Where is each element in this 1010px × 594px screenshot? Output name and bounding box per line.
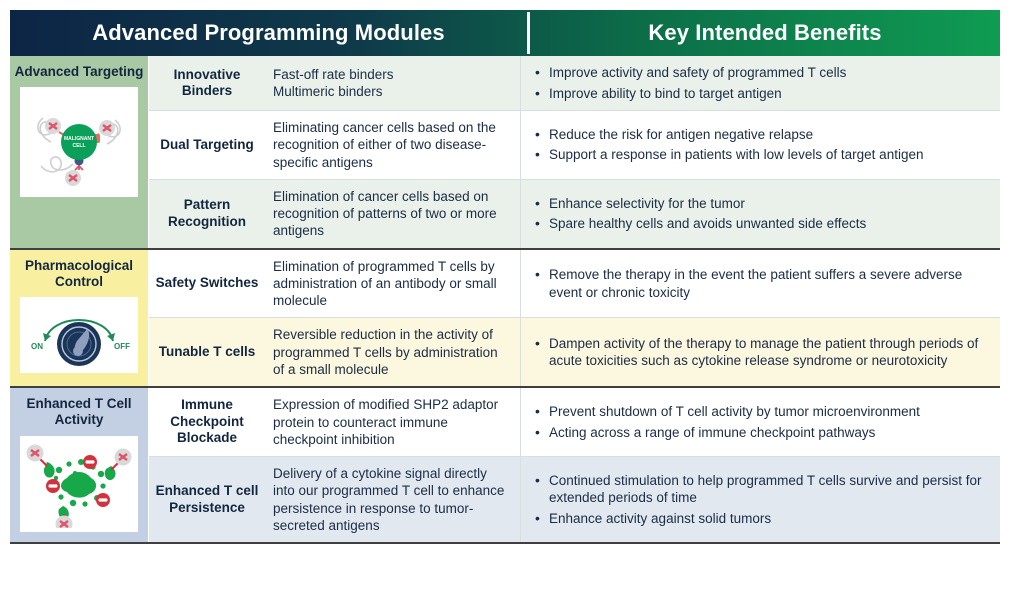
module-description: Reversible reduction in the activity of … [265,318,520,386]
benefit-item: Prevent shutdown of T cell activity by t… [535,402,988,421]
module-name: Dual Targeting [160,136,254,152]
benefit-item: Enhance activity against solid tumors [535,509,988,528]
module-description: Eliminating cancer cells based on the re… [265,111,520,179]
benefit-item: Spare healthy cells and avoids unwanted … [535,214,988,233]
section-enhanced-t-cell-activity: Enhanced T Cell Activity [10,388,1000,545]
rows-pharmacological-control: Safety Switches Elimination of programme… [149,249,1000,387]
benefits-cell: Continued stimulation to help programmed… [520,457,1000,543]
table-row: Dual Targeting Eliminating cancer cells … [149,111,1000,180]
benefit-item: Dampen activity of the therapy to manage… [535,334,988,370]
header-cell-benefits: Key Intended Benefits [530,10,1000,56]
category-cell-pharmacological-control: Pharmacological Control ON OFF [10,249,149,387]
benefits-list: Prevent shutdown of T cell activity by t… [535,402,988,442]
benefit-item: Continued stimulation to help programmed… [535,471,988,507]
cytokine-signal-t-cell-icon [20,435,138,532]
header-title-benefits: Key Intended Benefits [648,19,882,45]
benefit-item: Remove the therapy in the event the pati… [535,265,988,301]
benefits-cell: Reduce the risk for antigen negative rel… [520,111,1000,179]
category-cell-advanced-targeting: Advanced Targeting [10,56,149,248]
table-row: Enhanced T cell Persistence Delivery of … [149,457,1000,543]
description-line: Elimination of cancer cells based on rec… [273,188,497,239]
table-row: Tunable T cells Reversible reduction in … [149,318,1000,387]
benefits-cell: Dampen activity of the therapy to manage… [520,318,1000,387]
module-description: Expression of modified SHP2 adaptor prot… [265,388,520,456]
header-cell-modules: Advanced Programming Modules [10,10,527,56]
category-title: Advanced Targeting [14,64,144,79]
module-description: Elimination of cancer cells based on rec… [265,180,520,248]
benefits-list: Improve activity and safety of programme… [535,63,988,103]
benefit-item: Support a response in patients with low … [535,146,988,164]
on-off-dial-icon: ON OFF [20,297,138,374]
module-name: Innovative Binders [173,66,241,99]
table-header: Advanced Programming Modules Key Intende… [10,10,1000,56]
module-name: Safety Switches [155,275,259,291]
table-body: Advanced Targeting [10,56,1000,545]
table-row: Pattern Recognition Elimination of cance… [149,179,1000,248]
table-row: Immune Checkpoint Blockade Expression of… [149,388,1000,458]
benefits-cell: Improve activity and safety of programme… [520,56,1000,111]
svg-text:CELL: CELL [72,143,85,149]
svg-text:ON: ON [31,342,43,351]
benefits-list: Remove the therapy in the event the pati… [535,265,988,301]
module-name: Enhanced T cell Persistence [155,483,259,515]
description-line: Expression of modified SHP2 adaptor prot… [273,397,499,447]
benefit-item: Reduce the risk for antigen negative rel… [535,125,988,144]
description-line: Delivery of a cytokine signal directly i… [273,466,505,533]
benefit-item: Acting across a range of immune checkpoi… [535,423,988,442]
description-line: Multimeric binders [273,84,383,100]
benefits-list: Enhance selectivity for the tumor Spare … [535,194,988,233]
description-line: Eliminating cancer cells based on the re… [273,120,496,170]
description-line: Elimination of programmed T cells by adm… [273,258,497,309]
category-title: Pharmacological Control [24,257,134,289]
description-line: Reversible reduction in the activity of … [273,327,498,378]
svg-text:OFF: OFF [114,342,130,351]
svg-text:MALIGNANT: MALIGNANT [64,136,94,142]
section-advanced-targeting: Advanced Targeting [10,56,1000,250]
benefits-cell: Enhance selectivity for the tumor Spare … [520,179,1000,248]
benefit-item: Enhance selectivity for the tumor [535,194,988,213]
benefits-list: Dampen activity of the therapy to manage… [535,334,988,370]
module-name: Pattern Recognition [168,197,246,229]
category-cell-enhanced-t-cell-activity: Enhanced T Cell Activity [10,388,149,543]
module-name: Tunable T cells [158,344,256,360]
benefits-cell: Prevent shutdown of T cell activity by t… [520,388,1000,457]
rows-enhanced-t-cell-activity: Immune Checkpoint Blockade Expression of… [149,388,1000,543]
header-title-modules: Advanced Programming Modules [92,19,445,45]
benefits-cell: Remove the therapy in the event the pati… [520,249,1000,318]
table-row: Innovative Binders Fast-off rate binders… [149,56,1000,112]
benefit-item: Improve ability to bind to target antige… [535,84,988,103]
module-description: Delivery of a cytokine signal directly i… [265,457,520,542]
benefits-list: Continued stimulation to help programmed… [535,471,988,528]
table-row: Safety Switches Elimination of programme… [149,249,1000,319]
malignant-cell-binders-icon: MALIGNANT CELL [20,87,138,198]
module-description: Elimination of programmed T cells by adm… [265,250,520,318]
header-divider [527,12,530,54]
benefit-item: Improve activity and safety of programme… [535,63,988,82]
rows-advanced-targeting: Innovative Binders Fast-off rate binders… [149,56,1000,248]
module-name: Immune Checkpoint Blockade [170,397,244,446]
description-line: Fast-off rate binders [273,66,394,82]
category-title: Enhanced T Cell Activity [26,396,132,428]
section-pharmacological-control: Pharmacological Control ON OFF [10,249,1000,389]
module-description: Fast-off rate binders Multimeric binders [265,56,520,110]
benefits-list: Reduce the risk for antigen negative rel… [535,125,988,164]
